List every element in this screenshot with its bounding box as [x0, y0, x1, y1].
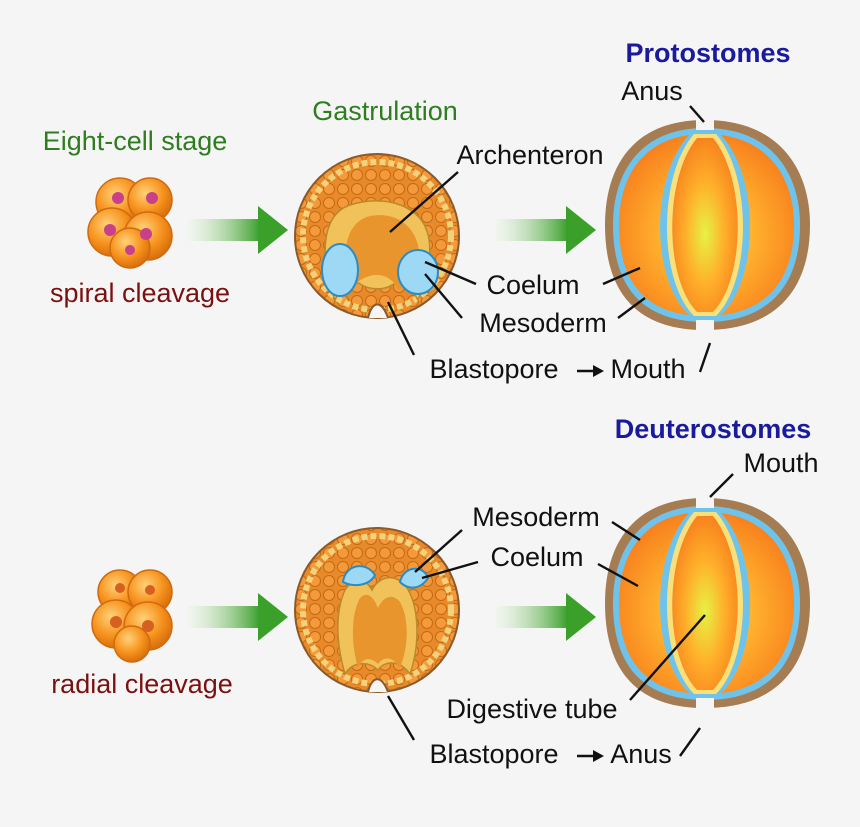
mesoderm-leader-right: [617, 297, 646, 319]
archenteron-label: Archenteron: [456, 140, 603, 170]
protostome-mouth-label: Mouth: [610, 354, 685, 384]
coelum-leader-left-bottom: [421, 560, 479, 580]
eight-cell-embryo-spiral: [87, 177, 173, 269]
mesoderm-leader-left: [424, 273, 463, 319]
blastopore-leader-bottom: [386, 695, 416, 741]
protostome-anus-label: Anus: [621, 76, 683, 106]
deuterostome-coelum-label: Coelum: [490, 542, 583, 572]
protostome-mesoderm-label: Mesoderm: [479, 308, 607, 338]
gastrula-protostome: [294, 153, 460, 319]
mouth-leader: [698, 342, 712, 373]
protostome-coelum-label: Coelum: [486, 270, 579, 300]
digestive-tube-leader: [629, 614, 706, 701]
arrow-right-icon: [496, 593, 596, 641]
arrow-right-small-icon: [577, 365, 604, 377]
eight-cell-stage-label: Eight-cell stage: [43, 126, 228, 156]
radial-cleavage-label: radial cleavage: [51, 669, 233, 699]
protostomes-title: Protostomes: [625, 38, 790, 68]
blastopore-leader: [386, 301, 416, 356]
anus-leader: [689, 105, 705, 123]
deuterostome-body: [605, 498, 810, 710]
gastrula-deuterostome: [294, 527, 460, 693]
arrow-right-small-icon: [577, 750, 604, 762]
coelum-leader-right: [602, 266, 641, 286]
eight-cell-embryo-radial: [91, 569, 173, 663]
gastrulation-label: Gastrulation: [312, 96, 458, 126]
deuterostome-blastopore-label: Blastopore: [429, 739, 558, 769]
deuterostome-mesoderm-label: Mesoderm: [472, 502, 600, 532]
deuterostome-anus-label: Anus: [610, 739, 672, 769]
deuterostome-mouth-label: Mouth: [743, 448, 818, 478]
coelum-leader-left: [424, 260, 477, 286]
protostome-body: [605, 120, 810, 332]
arrow-right-icon: [496, 206, 596, 254]
coelum-leader-right-bottom: [597, 562, 639, 588]
spiral-cleavage-label: spiral cleavage: [50, 278, 230, 308]
mouth-leader-bottom: [709, 473, 734, 498]
digestive-tube-label: Digestive tube: [446, 694, 617, 724]
mesoderm-leader-left-bottom: [414, 529, 463, 573]
arrow-right-icon: [188, 206, 288, 254]
anus-leader-bottom: [679, 727, 701, 757]
arrow-right-icon: [188, 593, 288, 641]
mesoderm-leader-right-bottom: [611, 520, 641, 542]
archenteron-leader: [389, 171, 459, 233]
deuterostomes-title: Deuterostomes: [615, 414, 812, 444]
protostome-blastopore-label: Blastopore: [429, 354, 558, 384]
